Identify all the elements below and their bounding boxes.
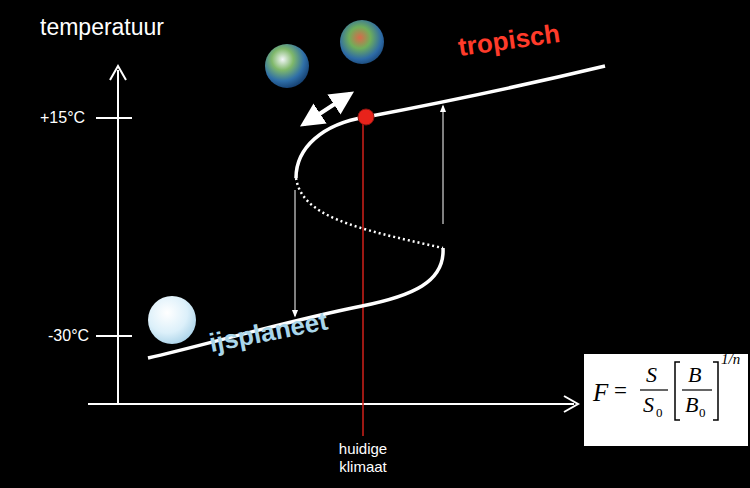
fluctuation-arrow: [304, 94, 350, 124]
formula-symbol: S: [646, 364, 657, 386]
snowball-icon: [148, 296, 196, 344]
formula-symbol: B: [685, 394, 698, 416]
x-axis: [88, 403, 574, 405]
fraction-bar: [640, 389, 668, 390]
formula-symbol: =: [614, 379, 627, 402]
formula-symbol: S: [643, 394, 654, 416]
formula-symbol: F: [593, 380, 608, 405]
branch-label: tropisch: [456, 20, 561, 60]
tipping-arrow: [295, 190, 296, 316]
tick-label: -30°C: [48, 328, 89, 344]
globe-icon: [265, 44, 309, 88]
y-axis-head: [110, 66, 126, 80]
unstable-branch: [296, 178, 443, 248]
formula-symbol: B: [688, 364, 701, 386]
warm-branch: [296, 66, 605, 178]
fraction-bar: [682, 389, 712, 390]
branch-label: ijsplaneet: [207, 308, 330, 356]
axis-note: huidige klimaat: [323, 440, 403, 476]
axis-title: temperatuur: [40, 16, 164, 39]
current-climate-line: [362, 117, 364, 436]
globe-icon: [340, 20, 384, 64]
tipping-arrow: [443, 106, 444, 224]
formula-exponent: 1/n: [721, 352, 740, 367]
formula-subscript: 0: [656, 406, 663, 419]
state-dot: [358, 109, 374, 125]
cold-branch: [148, 248, 443, 358]
bracket: [675, 362, 680, 420]
tick-label: +15°C: [40, 110, 85, 126]
tick: [96, 117, 132, 119]
bracket: [713, 362, 718, 420]
y-axis: [117, 70, 119, 404]
formula-panel: [584, 354, 748, 446]
tick: [96, 335, 132, 337]
x-axis-head: [564, 396, 578, 412]
formula-subscript: 0: [699, 406, 706, 419]
